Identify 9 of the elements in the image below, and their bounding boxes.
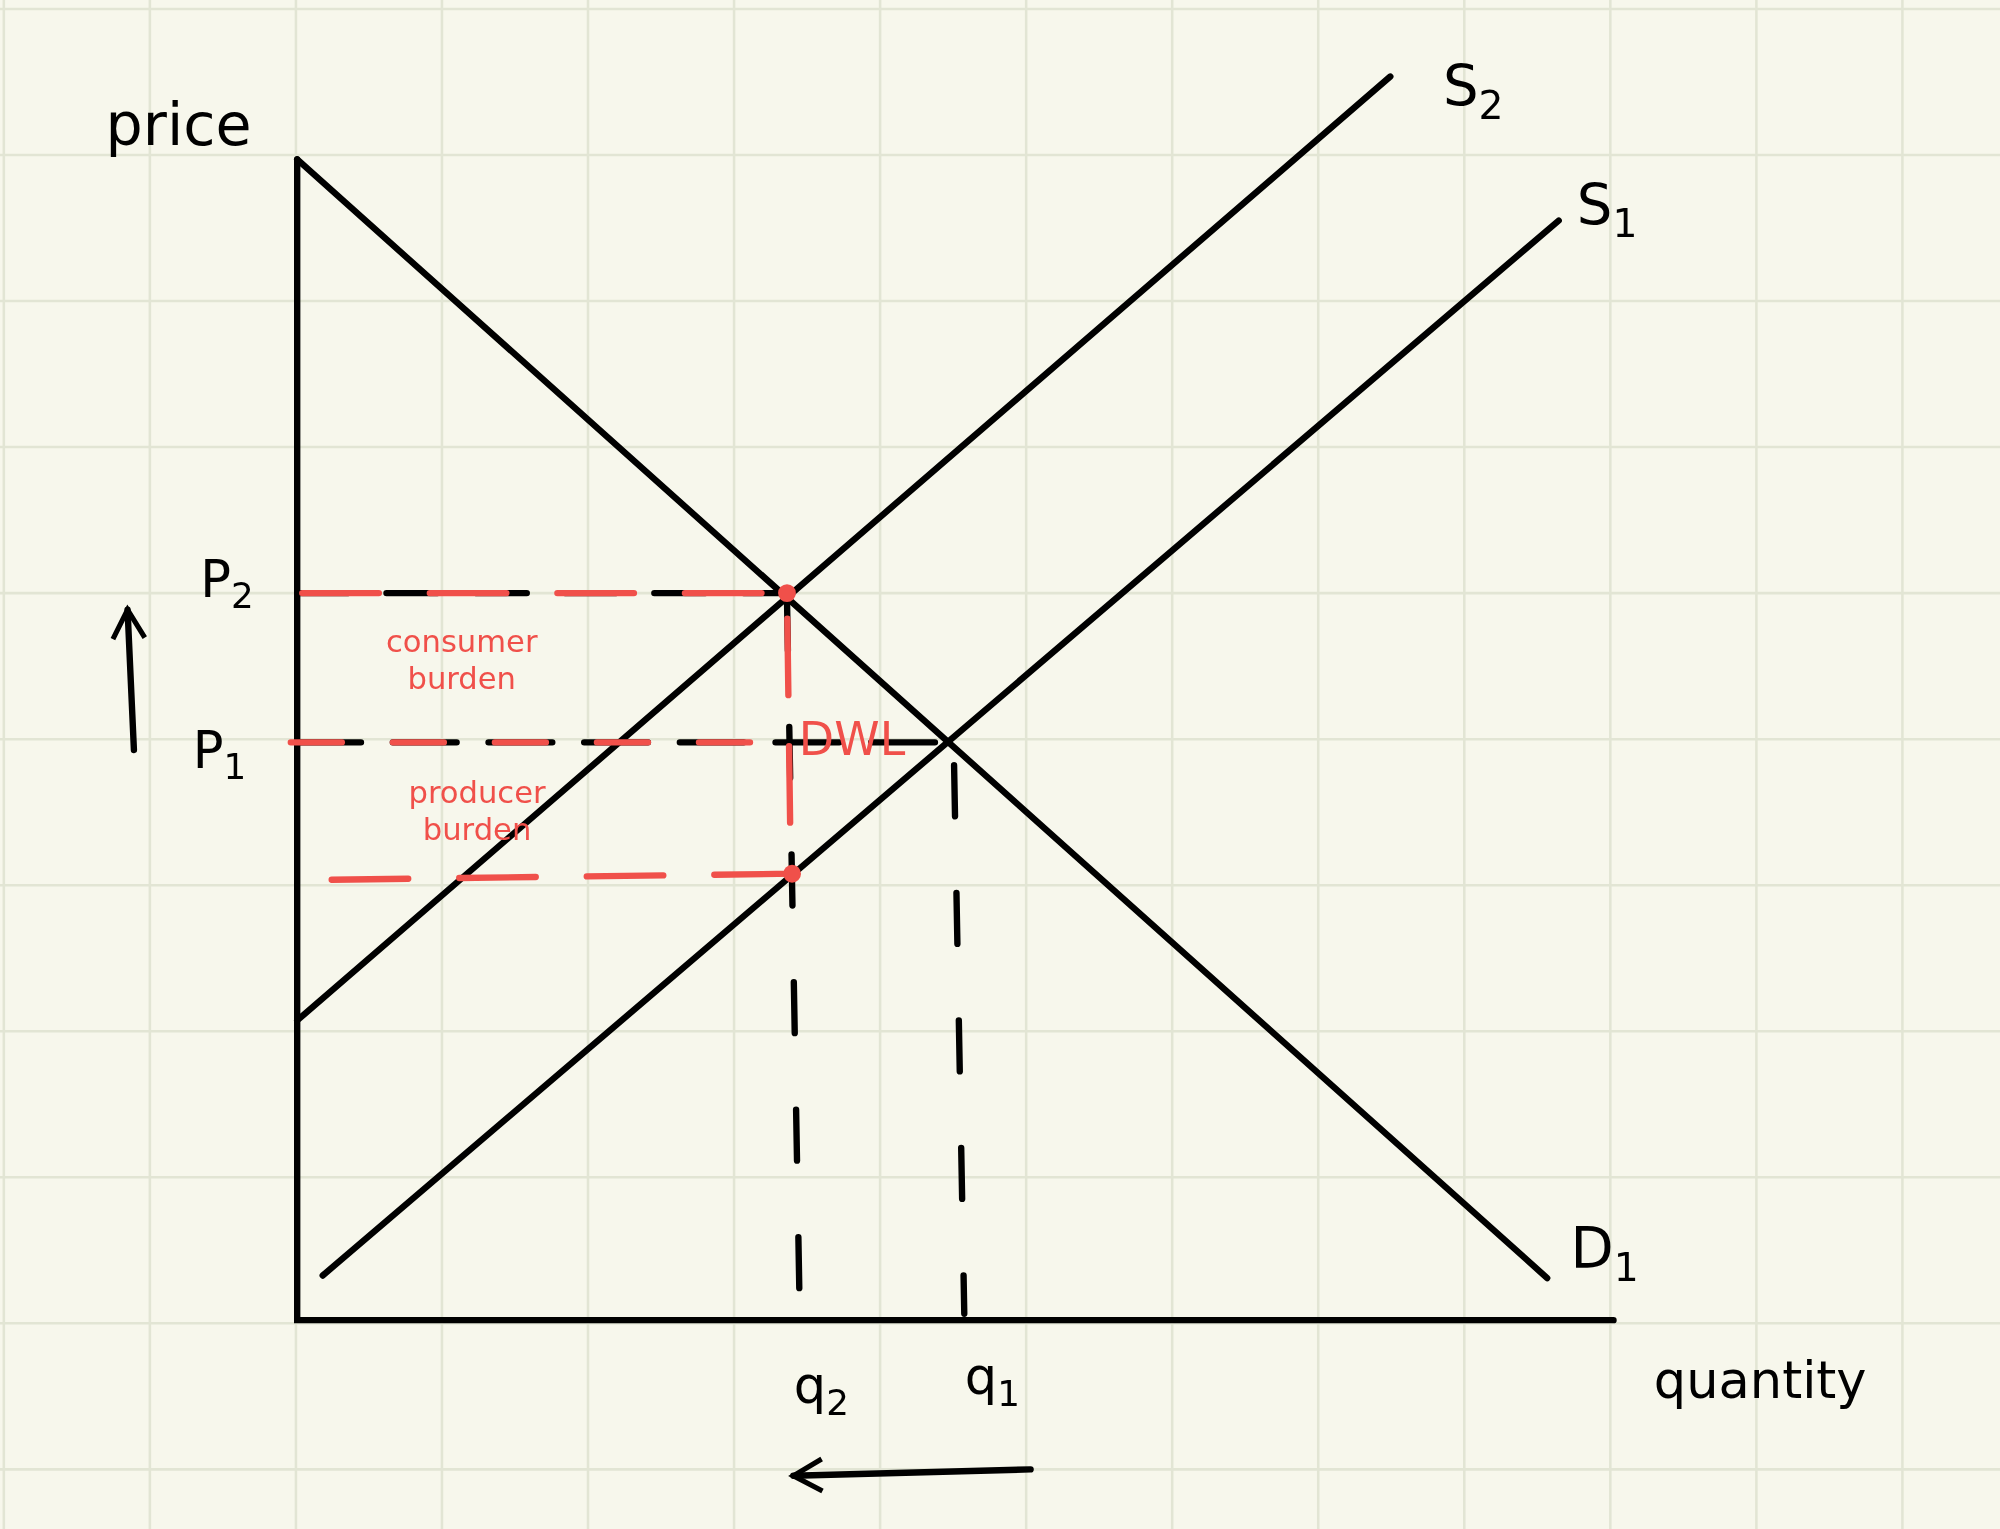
area-label: consumer burden bbox=[384, 624, 539, 698]
quantity-label: q$_{1}$ bbox=[964, 1350, 1020, 1412]
curve-label: S$_{1}$ bbox=[1576, 177, 1638, 244]
quantity-label: q$_{2}$ bbox=[793, 1359, 849, 1421]
price-label: P$_{1}$ bbox=[192, 724, 247, 786]
axis-label: price bbox=[105, 95, 252, 155]
curve-label: S$_{2}$ bbox=[1442, 58, 1504, 125]
price-label: P$_{2}$ bbox=[200, 553, 254, 615]
curve-label: D$_{1}$ bbox=[1570, 1220, 1639, 1287]
